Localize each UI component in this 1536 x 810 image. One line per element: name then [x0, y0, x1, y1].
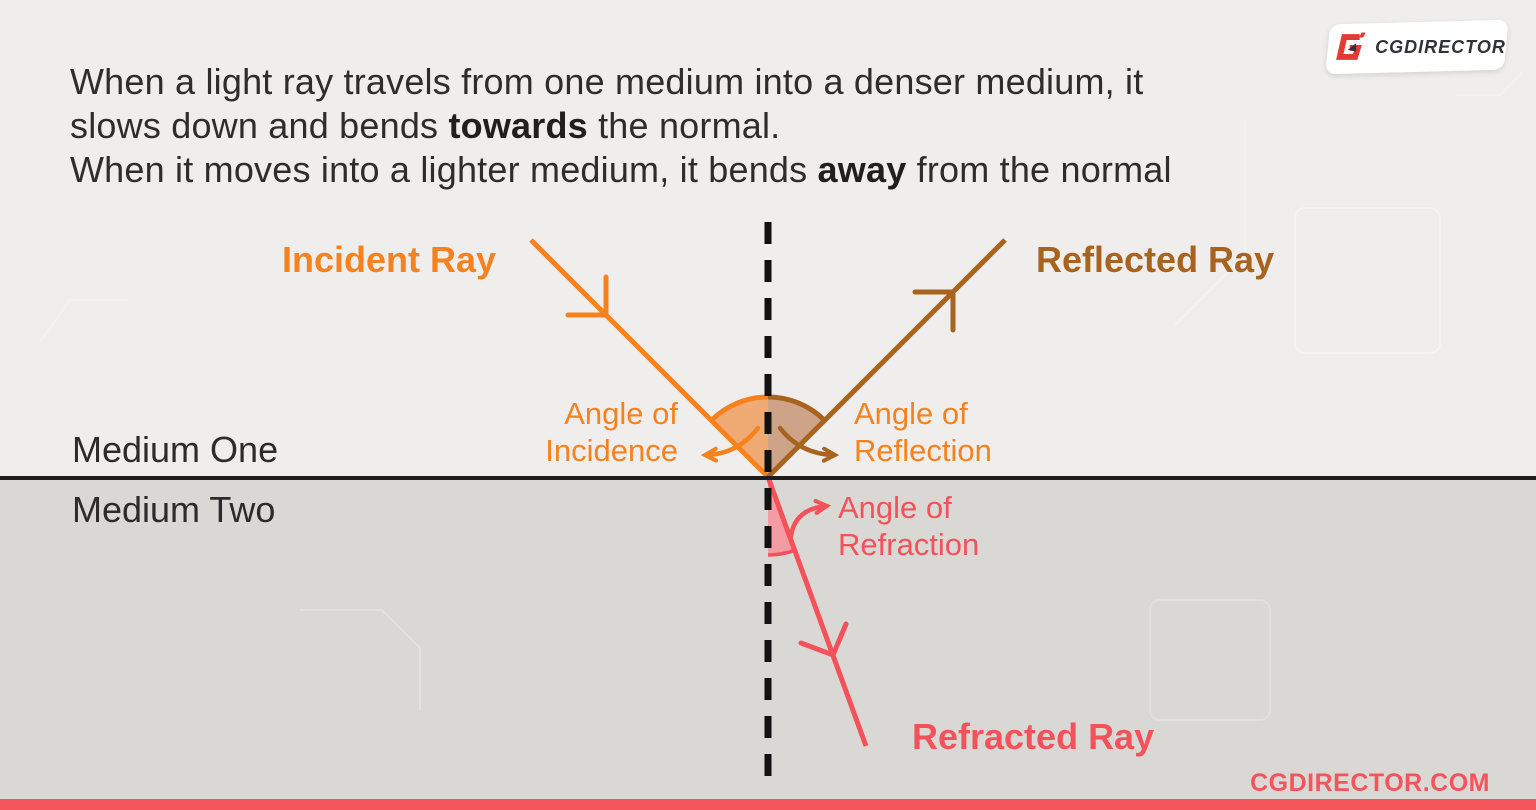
logo-wordmark: CGDIRECTOR: [1375, 36, 1506, 57]
incidence-arc: [709, 394, 769, 423]
incident-ray-label: Incident Ray: [282, 239, 497, 280]
intro-line-2: slows down and bends towards the normal.: [70, 105, 781, 146]
angle-of-incidence-label: Angle of Incidence: [545, 396, 678, 468]
incident-ray-line: [529, 238, 770, 479]
intro-line-3: When it moves into a lighter medium, it …: [70, 149, 1172, 190]
refracted-ray-label: Refracted Ray: [912, 716, 1155, 757]
angle-of-reflection-sector: [768, 396, 825, 477]
refraction-curved-arrow: [788, 498, 832, 539]
logo-notch: [1348, 43, 1357, 52]
incidence-curved-arrow: [700, 425, 761, 463]
refracted-ray-arrowhead: [798, 621, 849, 659]
reflected-ray-line: [766, 238, 1007, 479]
medium-two-label: Medium Two: [72, 489, 276, 530]
reflection-curved-arrow: [777, 425, 840, 463]
medium-one-label: Medium One: [72, 429, 279, 470]
logo-apostrophe: [1359, 32, 1366, 38]
incident-ray-arrowhead: [565, 274, 609, 318]
angle-of-incidence-sector: [711, 396, 768, 477]
website-url: CGDIRECTOR.COM: [1250, 769, 1490, 797]
reflected-ray-label: Reflected Ray: [1036, 239, 1275, 280]
circuit-pattern: [39, 72, 1523, 721]
refracted-ray-line: [765, 476, 869, 747]
angle-of-reflection-label: Angle of Reflection: [854, 396, 992, 468]
footer-accent-bar: [0, 799, 1536, 810]
cgdirector-g-icon: [1336, 32, 1366, 60]
intro-line-1: When a light ray travels from one medium…: [70, 61, 1144, 102]
reflected-ray-arrowhead: [912, 289, 956, 333]
angle-of-refraction-label: Angle of Refraction: [838, 490, 980, 562]
intro-text: When a light ray travels from one medium…: [70, 60, 1410, 192]
bold-towards: towards: [448, 105, 588, 146]
bold-away: away: [817, 149, 907, 190]
cgdirector-logo: CGDIRECTOR: [1325, 19, 1509, 75]
reflection-arc: [767, 394, 827, 423]
